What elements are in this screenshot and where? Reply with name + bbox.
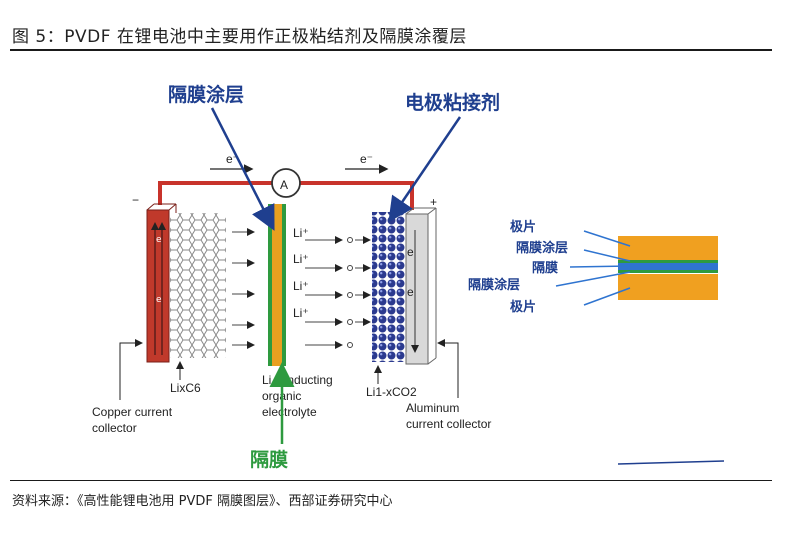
separator-coating-label: 隔膜涂层	[168, 83, 244, 106]
ammeter-icon	[271, 168, 301, 198]
cathode-active	[372, 212, 406, 362]
anode-graphite	[170, 213, 226, 358]
electrolyte-text-3: electrolyte	[262, 405, 317, 419]
source-note: 资料来源：《高性能锂电池用 PVDF 隔膜图层》、西部证券研究中心	[12, 494, 393, 509]
copper-text-2: collector	[92, 421, 137, 435]
top-rule	[10, 49, 772, 51]
separator	[268, 204, 286, 366]
ammeter-label: A	[280, 178, 288, 192]
anode-formula: LixC6	[170, 381, 201, 395]
figure-title: 图 5：PVDF 在锂电池中主要用作正极粘结剂及隔膜涂覆层	[12, 27, 467, 47]
ion-flow	[232, 228, 371, 349]
minus-terminal: −	[132, 193, 139, 207]
separator-label: 隔膜	[250, 448, 288, 471]
electron-symbol-2: e	[407, 285, 414, 299]
li-ion-label-1: Li⁺	[293, 226, 309, 240]
plus-terminal: +	[430, 195, 437, 209]
aluminum-text-2: current collector	[406, 417, 491, 431]
inset-label-electrode-bottom: 极片	[510, 299, 536, 315]
copper-text-1: Copper current	[92, 405, 173, 419]
inset-label-coating-top: 隔膜涂层	[516, 240, 568, 256]
bottom-rule	[10, 480, 772, 481]
electron-label-right: e⁻	[360, 152, 373, 166]
electron-symbol-1: e	[407, 245, 414, 259]
external-circuit: e⁻ e⁻ A − +	[132, 152, 437, 210]
copper-collector	[146, 203, 177, 363]
electrode-binder-arrow	[388, 116, 462, 223]
li-ion-label-4: Li⁺	[293, 306, 309, 320]
electron-symbol-4: e	[156, 295, 162, 305]
layer-inset	[555, 230, 725, 465]
electron-symbol-3: e	[156, 235, 162, 245]
electrolyte-text-1: Li conducting	[262, 373, 333, 387]
aluminum-text-1: Aluminum	[406, 401, 459, 415]
aluminum-collector	[405, 207, 437, 365]
li-ion-label-2: Li⁺	[293, 252, 309, 266]
inset-label-electrode-top: 极片	[510, 219, 536, 235]
electrode-binder-label: 电极粘接剂	[405, 91, 500, 114]
inset-label-coating-bottom: 隔膜涂层	[468, 277, 520, 293]
separator-coating-arrow	[210, 107, 275, 231]
cathode-formula: Li1-xCO2	[366, 385, 417, 399]
li-ion-label-3: Li⁺	[293, 279, 309, 293]
inset-label-separator: 隔膜	[532, 260, 558, 276]
